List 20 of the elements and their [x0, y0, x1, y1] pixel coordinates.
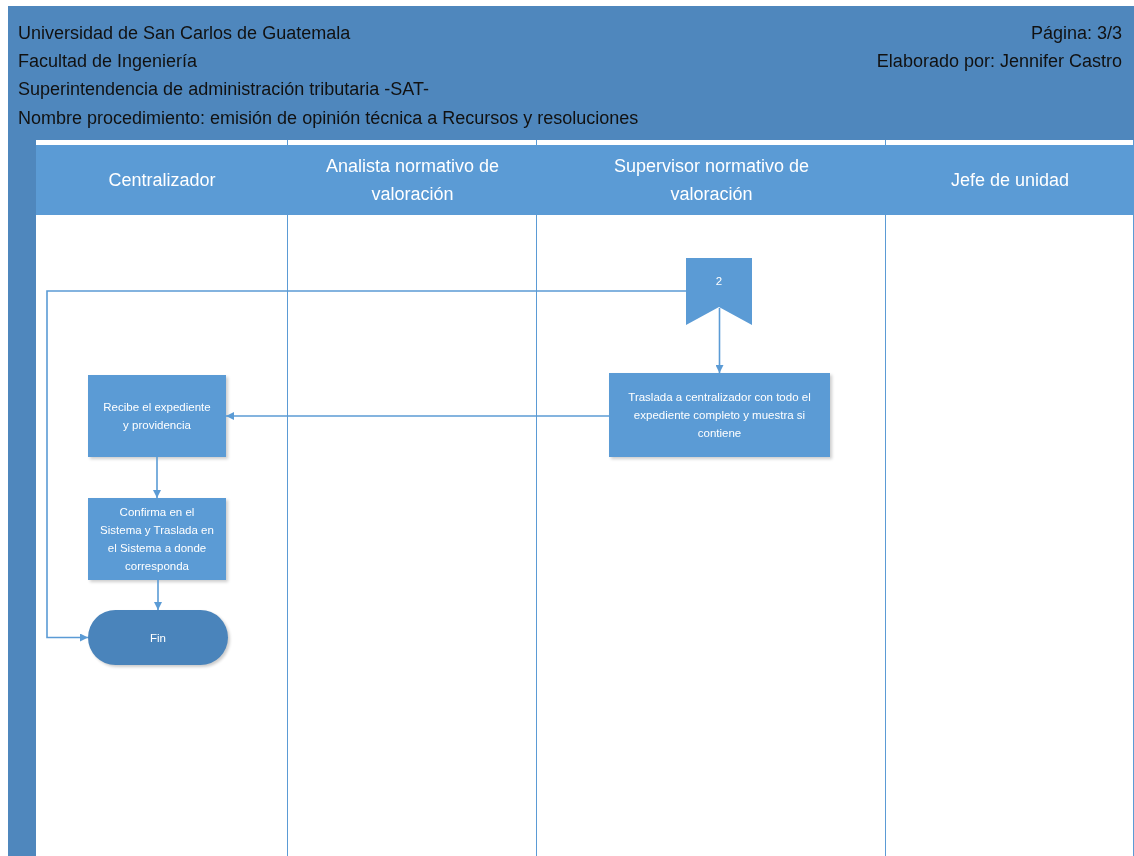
header-text: Facultad de Ingeniería [18, 50, 198, 72]
terminator: Fin [88, 610, 228, 665]
header-text: Página: 3/3 [1030, 22, 1122, 44]
arrow [715, 307, 724, 374]
header-text: Nombre procedimiento: emisión de opinión técnica a Recursos y resoluciones [18, 107, 639, 129]
lane-header: Supervisor normativo de valoración [537, 145, 886, 215]
lane-header: Jefe de unidad [886, 145, 1134, 215]
process-box: Traslada a centralizador con todo el expediente completo y muestra si contiene [609, 373, 830, 457]
lane-header: Analista normativo de valoración [288, 145, 537, 215]
lane-header: Centralizador [36, 145, 288, 215]
header-text: Elaborado por: Jennifer Castro [876, 50, 1122, 72]
arrow [225, 412, 610, 420]
header-text: Superintendencia de administración tributaria -SAT- [18, 78, 429, 100]
arrow [153, 456, 161, 499]
arrow [46, 290, 687, 642]
process-box: Recibe el expediente y providencia [88, 375, 226, 457]
off-page-connector: 2 [686, 258, 752, 325]
header-text: Universidad de San Carlos de Guatemala [18, 22, 351, 44]
arrow [154, 579, 162, 611]
process-box: Confirma en el Sistema y Traslada en el Sistema a donde corresponda [88, 498, 226, 580]
